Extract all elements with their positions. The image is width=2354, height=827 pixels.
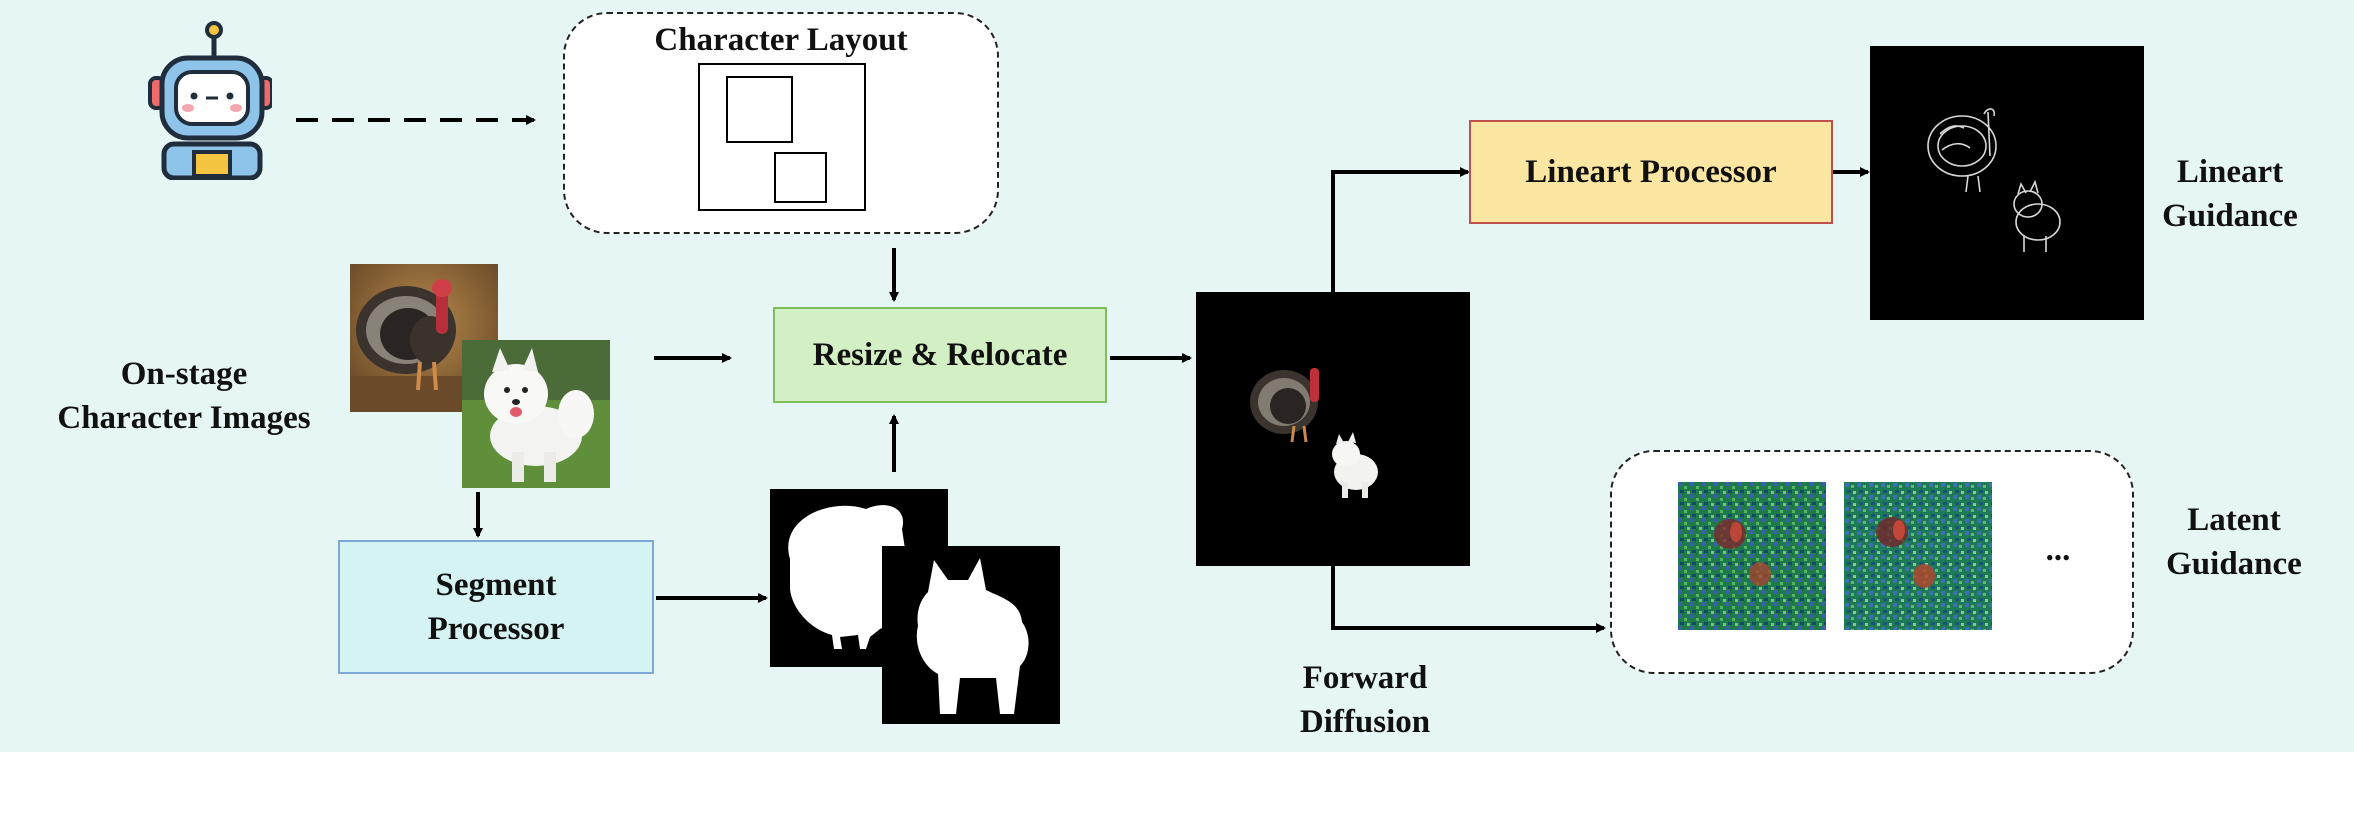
latent-noise-image-2 <box>1844 482 1992 630</box>
resize-relocate-label: Resize & Relocate <box>812 336 1068 373</box>
composite-to-lineart-arrow <box>1331 167 1470 292</box>
lineart-processor-box: Lineart Processor <box>1469 120 1833 224</box>
composite-to-latent-arrow <box>1331 566 1606 633</box>
lineart-output-image <box>1870 46 2144 320</box>
character-layout-title: Character Layout <box>654 22 908 58</box>
latent-guidance-box: ... <box>1610 450 2134 674</box>
lineart-guidance-label: Lineart Guidance <box>2162 154 2298 234</box>
forward-diffusion-label: Forward Diffusion <box>1299 660 1431 740</box>
robot-icon <box>148 21 272 180</box>
onstage-images-label: On-stage Character Images <box>57 356 311 436</box>
character-layout-box: Character Layout <box>563 12 999 234</box>
composite-image <box>1196 292 1470 566</box>
lineart-processor-label: Lineart Processor <box>1525 153 1777 190</box>
segment-processor-label: Segment Processor <box>427 567 565 647</box>
layout-canvas <box>698 63 866 211</box>
layout-slot-turkey <box>726 76 793 143</box>
segment-processor-box: Segment Processor <box>338 540 654 674</box>
dog-image <box>462 340 610 488</box>
latent-guidance-label: Latent Guidance <box>2166 502 2302 582</box>
latent-noise-image-1 <box>1678 482 1826 630</box>
dog-mask-image <box>882 546 1060 724</box>
resize-relocate-box: Resize & Relocate <box>773 307 1107 403</box>
latent-ellipsis: ... <box>2045 532 2071 568</box>
layout-slot-dog <box>774 152 827 203</box>
